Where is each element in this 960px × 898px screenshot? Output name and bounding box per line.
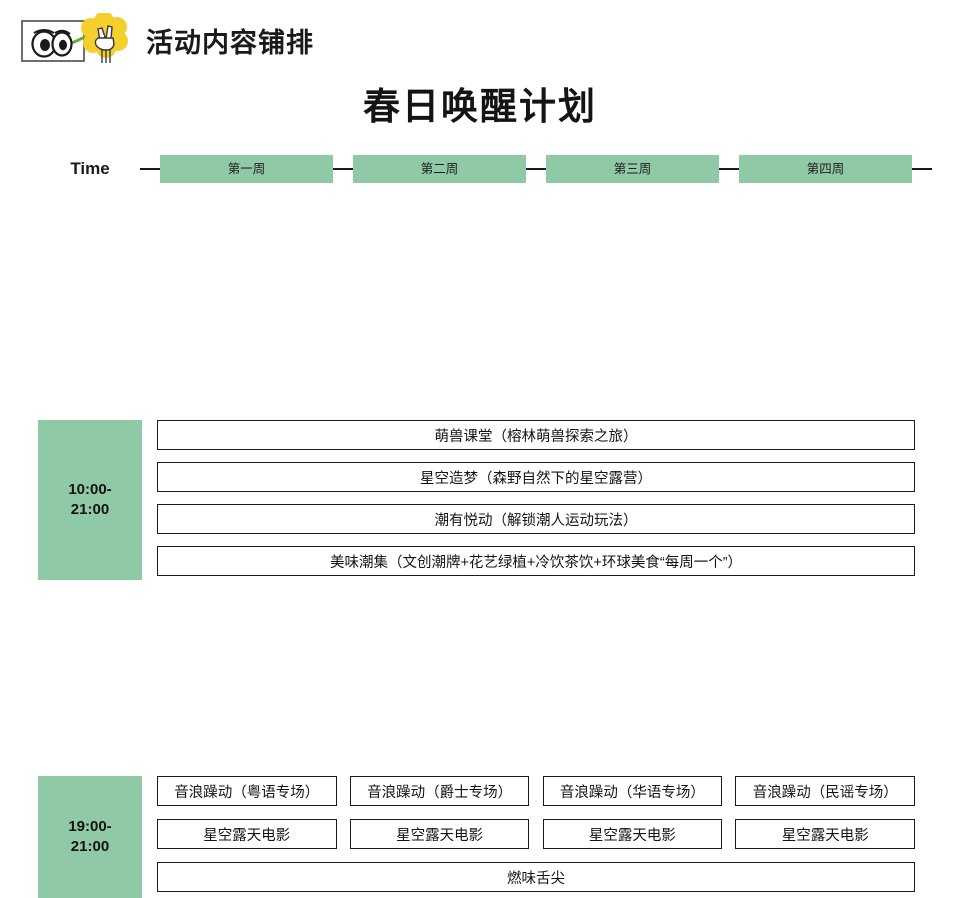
activity-cell[interactable]: 星空露天电影	[157, 819, 337, 849]
row-gap	[157, 806, 915, 819]
table-row: 星空露天电影 星空露天电影 星空露天电影 星空露天电影	[157, 819, 915, 849]
page-title: 活动内容铺排	[146, 27, 314, 58]
activity-cell[interactable]: 潮有悦动（解锁潮人运动玩法）	[157, 504, 915, 534]
timeline-connector-end	[912, 168, 932, 170]
timeline-connector	[333, 168, 353, 170]
page-header: 活动内容铺排	[18, 11, 314, 68]
activity-cell[interactable]: 萌兽课堂（榕林萌兽探索之旅）	[157, 420, 915, 450]
activity-cell[interactable]: 美味潮集（文创潮牌+花艺绿植+冷饮茶饮+环球美食“每周一个”）	[157, 546, 915, 576]
activity-cell[interactable]: 音浪躁动（粤语专场）	[157, 776, 337, 806]
timeline-label: Time	[70, 159, 110, 178]
table-row: 音浪躁动（粤语专场） 音浪躁动（爵士专场） 音浪躁动（华语专场） 音浪躁动（民谣…	[157, 776, 915, 806]
activity-cell[interactable]: 星空露天电影	[735, 819, 915, 849]
table-row: 美味潮集（文创潮牌+花艺绿植+冷饮茶饮+环球美食“每周一个”）	[157, 546, 915, 576]
time-block-evening: 19:00- 21:00	[38, 776, 142, 898]
timeline-connector	[140, 168, 160, 170]
timeline-connector	[526, 168, 546, 170]
eyes-flower-peace-hand-logo	[18, 11, 136, 67]
activity-cell[interactable]: 燃味舌尖	[157, 862, 915, 892]
table-row: 星空造梦（森野自然下的星空露营）	[157, 462, 915, 492]
week-header-2[interactable]: 第二周	[353, 155, 526, 183]
schedule-section-evening: 19:00- 21:00 音浪躁动（粤语专场） 音浪躁动（爵士专场） 音浪躁动（…	[0, 388, 960, 898]
timeline-track: 第一周第二周第三周第四周	[140, 155, 960, 183]
main-title: 春日唤醒计划	[363, 86, 597, 127]
activity-cell[interactable]: 音浪躁动（华语专场）	[542, 776, 723, 806]
week-header-1[interactable]: 第一周	[160, 155, 333, 183]
table-row: 潮有悦动（解锁潮人运动玩法）	[157, 504, 915, 534]
activity-cell[interactable]: 星空露天电影	[349, 819, 530, 849]
week-header-4[interactable]: 第四周	[739, 155, 912, 183]
row-gap	[157, 849, 915, 862]
row-gap	[157, 534, 915, 546]
table-row: 燃味舌尖	[157, 862, 915, 892]
schedule-section-daytime: 10:00- 21:00 萌兽课堂（榕林萌兽探索之旅） 星空造梦（森野自然下的星…	[0, 210, 960, 580]
activity-cell[interactable]: 星空露天电影	[542, 819, 723, 849]
timeline-connector	[719, 168, 739, 170]
activity-cell[interactable]: 音浪躁动（爵士专场）	[349, 776, 530, 806]
activity-rows-evening: 音浪躁动（粤语专场） 音浪躁动（爵士专场） 音浪躁动（华语专场） 音浪躁动（民谣…	[157, 776, 915, 892]
table-row: 萌兽课堂（榕林萌兽探索之旅）	[157, 420, 915, 450]
week-header-3[interactable]: 第三周	[546, 155, 719, 183]
activity-cell[interactable]: 星空造梦（森野自然下的星空露营）	[157, 462, 915, 492]
activity-cell[interactable]: 音浪躁动（民谣专场）	[735, 776, 915, 806]
timeline: Time 第一周第二周第三周第四周	[0, 155, 960, 183]
